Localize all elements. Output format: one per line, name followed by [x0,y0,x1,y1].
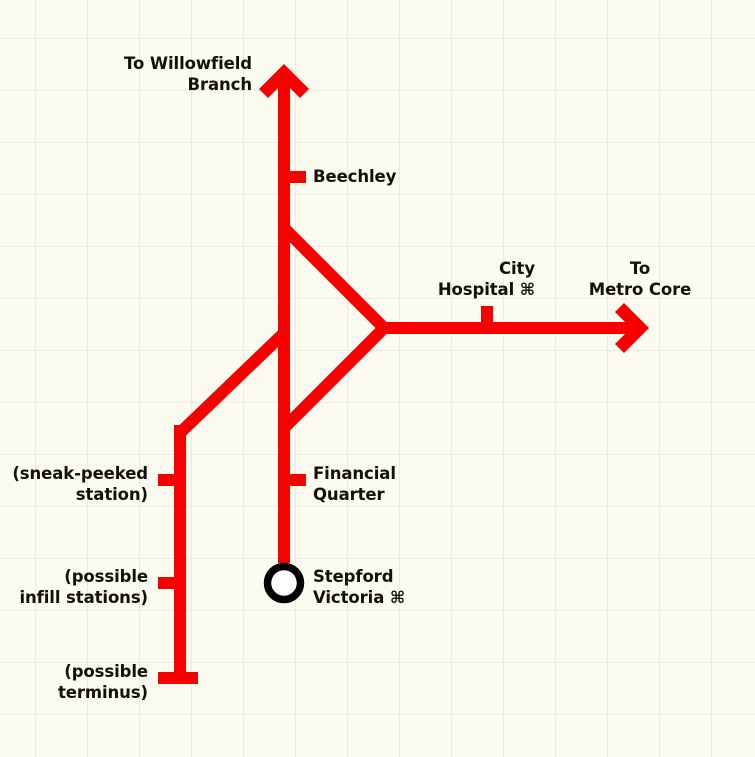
route-left-branch-diagonal [177,328,289,436]
label-beechley: Beechley [313,167,397,186]
label-metro-core: To Metro Core [588,259,692,299]
route-upper-diagonal [279,223,392,336]
station-tick-sneak-peeked [158,474,180,486]
label-stepford-victoria: Stepford Victoria ⌘ [313,567,406,607]
station-tick-beechley [284,171,306,183]
label-possible-infill-stations: (possible infill stations) [19,567,148,607]
station-terminus-bar-possible-terminus [158,672,198,684]
label-willowfield-branch: To Willowfield Branch [124,54,252,94]
label-sneak-peeked-station: (sneak-peeked station) [12,464,148,504]
label-financial-quarter: Financial Quarter [313,464,396,504]
label-possible-terminus: (possible terminus) [57,662,148,702]
station-tick-city-hospital [481,306,493,328]
label-city-hospital: City Hospital ⌘ [437,259,535,299]
metro-core-arrowhead [615,303,649,353]
interchange-circle-stepford-victoria [263,562,305,604]
station-tick-possible-infill [158,577,180,589]
willowfield-branch-arrowhead [259,64,309,98]
station-tick-financial-quarter [284,474,306,486]
route-lower-diagonal [279,320,392,433]
